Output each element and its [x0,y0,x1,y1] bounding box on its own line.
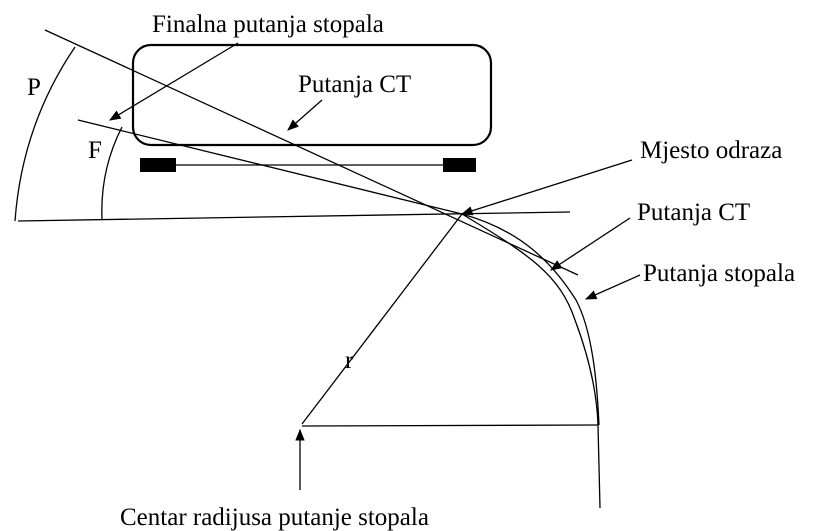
label-angle-f: F [88,137,102,164]
label-ct-path-body: Putanja CT [298,71,411,98]
arrow-final-foot-path [108,42,239,121]
radius-line [301,213,463,425]
arrow-foot-curve [584,274,641,300]
arrow-takeoff-point [460,159,633,216]
body-rectangle [131,43,493,147]
label-angle-p: P [27,74,41,101]
line-p [44,29,579,276]
label-foot-path-curve: Putanja stopala [643,260,795,287]
label-radius-center: Centar radijusa putanje stopala [120,504,429,531]
ct-path-curve [461,213,599,426]
angle-arc-f [101,126,123,220]
bar-right-block [443,158,476,172]
angle-arc-p [14,46,76,222]
label-takeoff-point: Mjesto odraza [640,137,782,164]
label-ct-path-curve: Putanja CT [637,199,750,226]
vertical-line [597,424,601,509]
arrow-ct-on-body [287,99,323,131]
line-f [77,119,463,215]
arrow-ct-curve [550,217,631,271]
label-final-foot-path: Finalna putanja stopala [152,11,384,38]
center-horizontal-line [301,424,599,427]
ground-line [17,211,571,222]
label-radius: r [345,347,354,374]
bar-left-block [140,158,176,172]
foot-path-curve [461,213,600,426]
